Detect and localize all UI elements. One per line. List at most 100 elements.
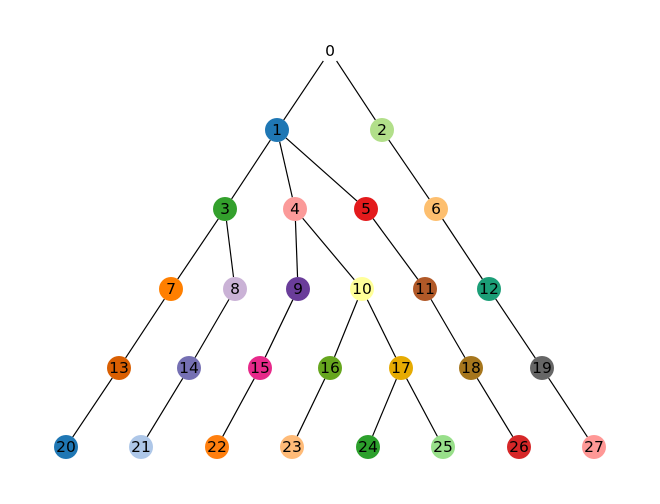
tree-edge-19-27 (548, 377, 588, 438)
tree-edge-18-26 (476, 377, 514, 438)
tree-node-circle-3 (213, 197, 237, 221)
tree-node-27: 27 (582, 435, 606, 459)
tree-node-label-15: 15 (250, 359, 270, 377)
tree-edge-3-7 (177, 218, 219, 280)
tree-edge-13-20 (72, 377, 113, 438)
tree-edge-5-11 (372, 218, 419, 280)
tree-node-label-19: 19 (532, 359, 552, 377)
tree-node-13: 13 (107, 356, 131, 380)
tree-node-circle-26 (507, 435, 531, 459)
tree-node-circle-4 (283, 197, 307, 221)
tree-node-circle-27 (582, 435, 606, 459)
tree-node-15: 15 (248, 356, 272, 380)
tree-node-9: 9 (286, 277, 310, 301)
tree-edge-11-18 (430, 299, 466, 358)
tree-node-circle-12 (477, 277, 501, 301)
tree-node-circle-14 (177, 356, 201, 380)
tree-node-26: 26 (507, 435, 531, 459)
tree-node-circle-20 (54, 435, 78, 459)
tree-node-label-12: 12 (479, 280, 499, 298)
tree-node-circle-0 (318, 39, 342, 63)
tree-edge-8-14 (194, 299, 230, 358)
tree-node-circle-7 (159, 277, 183, 301)
tree-node-18: 18 (459, 356, 483, 380)
tree-node-circle-19 (530, 356, 554, 380)
tree-node-14: 14 (177, 356, 201, 380)
tree-edge-4-10 (302, 217, 355, 281)
edges-layer (72, 58, 588, 438)
tree-node-circle-9 (286, 277, 310, 301)
tree-node-label-26: 26 (509, 438, 529, 456)
tree-node-circle-23 (280, 435, 304, 459)
tree-node-label-3: 3 (220, 200, 230, 218)
tree-node-label-9: 9 (293, 280, 303, 298)
tree-node-label-2: 2 (377, 121, 387, 139)
tree-edge-16-23 (296, 378, 326, 437)
tree-node-25: 25 (431, 435, 455, 459)
tree-edge-1-3 (231, 139, 271, 200)
tree-node-10: 10 (350, 277, 374, 301)
tree-node-23: 23 (280, 435, 304, 459)
tree-node-label-21: 21 (131, 438, 151, 456)
tree-node-circle-2 (370, 118, 394, 142)
tree-edge-15-22 (222, 378, 255, 437)
tree-node-label-13: 13 (109, 359, 129, 377)
tree-node-label-14: 14 (179, 359, 199, 377)
tree-node-label-4: 4 (290, 200, 300, 218)
tree-node-circle-13 (107, 356, 131, 380)
tree-node-circle-21 (129, 435, 153, 459)
tree-node-24: 24 (356, 435, 380, 459)
tree-node-5: 5 (354, 197, 378, 221)
tree-edge-10-16 (333, 299, 359, 358)
tree-node-circle-6 (424, 197, 448, 221)
tree-node-11: 11 (413, 277, 437, 301)
tree-node-label-25: 25 (433, 438, 453, 456)
tree-node-label-17: 17 (391, 359, 411, 377)
tree-edge-9-15 (264, 299, 294, 358)
tree-node-circle-22 (205, 435, 229, 459)
tree-node-circle-25 (431, 435, 455, 459)
tree-node-label-27: 27 (584, 438, 604, 456)
tree-edge-4-9 (294, 220, 299, 278)
tree-node-label-0: 0 (325, 42, 335, 60)
tree-node-6: 6 (424, 197, 448, 221)
tree-node-circle-11 (413, 277, 437, 301)
tree-edge-1-5 (285, 137, 358, 202)
tree-node-4: 4 (283, 197, 307, 221)
tree-node-circle-18 (459, 356, 483, 380)
tree-node-3: 3 (213, 197, 237, 221)
tree-node-circle-16 (318, 356, 342, 380)
tree-node-2: 2 (370, 118, 394, 142)
tree-node-label-1: 1 (272, 121, 282, 139)
tree-node-21: 21 (129, 435, 153, 459)
tree-node-label-8: 8 (230, 280, 240, 298)
tree-edge-12-19 (495, 298, 536, 359)
tree-edge-2-6 (388, 139, 430, 200)
tree-edge-17-25 (406, 378, 438, 437)
tree-node-label-22: 22 (207, 438, 227, 456)
tree-edge-14-21 (146, 377, 184, 438)
tree-node-label-18: 18 (461, 359, 481, 377)
tree-node-1: 1 (265, 118, 289, 142)
tree-edge-7-13 (125, 298, 165, 359)
tree-node-20: 20 (54, 435, 78, 459)
tree-node-label-20: 20 (56, 438, 76, 456)
tree-node-7: 7 (159, 277, 183, 301)
tree-edge-17-24 (372, 378, 397, 437)
tree-node-circle-1 (265, 118, 289, 142)
tree-node-label-11: 11 (415, 280, 435, 298)
tree-node-circle-10 (350, 277, 374, 301)
tree-edge-0-1 (283, 58, 325, 121)
tree-node-circle-8 (223, 277, 247, 301)
tree-node-12: 12 (477, 277, 501, 301)
tree-node-label-16: 16 (320, 359, 340, 377)
tree-node-16: 16 (318, 356, 342, 380)
tree-node-17: 17 (389, 356, 413, 380)
tree-node-label-23: 23 (282, 438, 302, 456)
tree-node-circle-5 (354, 197, 378, 221)
tree-edge-10-17 (366, 299, 397, 358)
tree-node-circle-17 (389, 356, 413, 380)
